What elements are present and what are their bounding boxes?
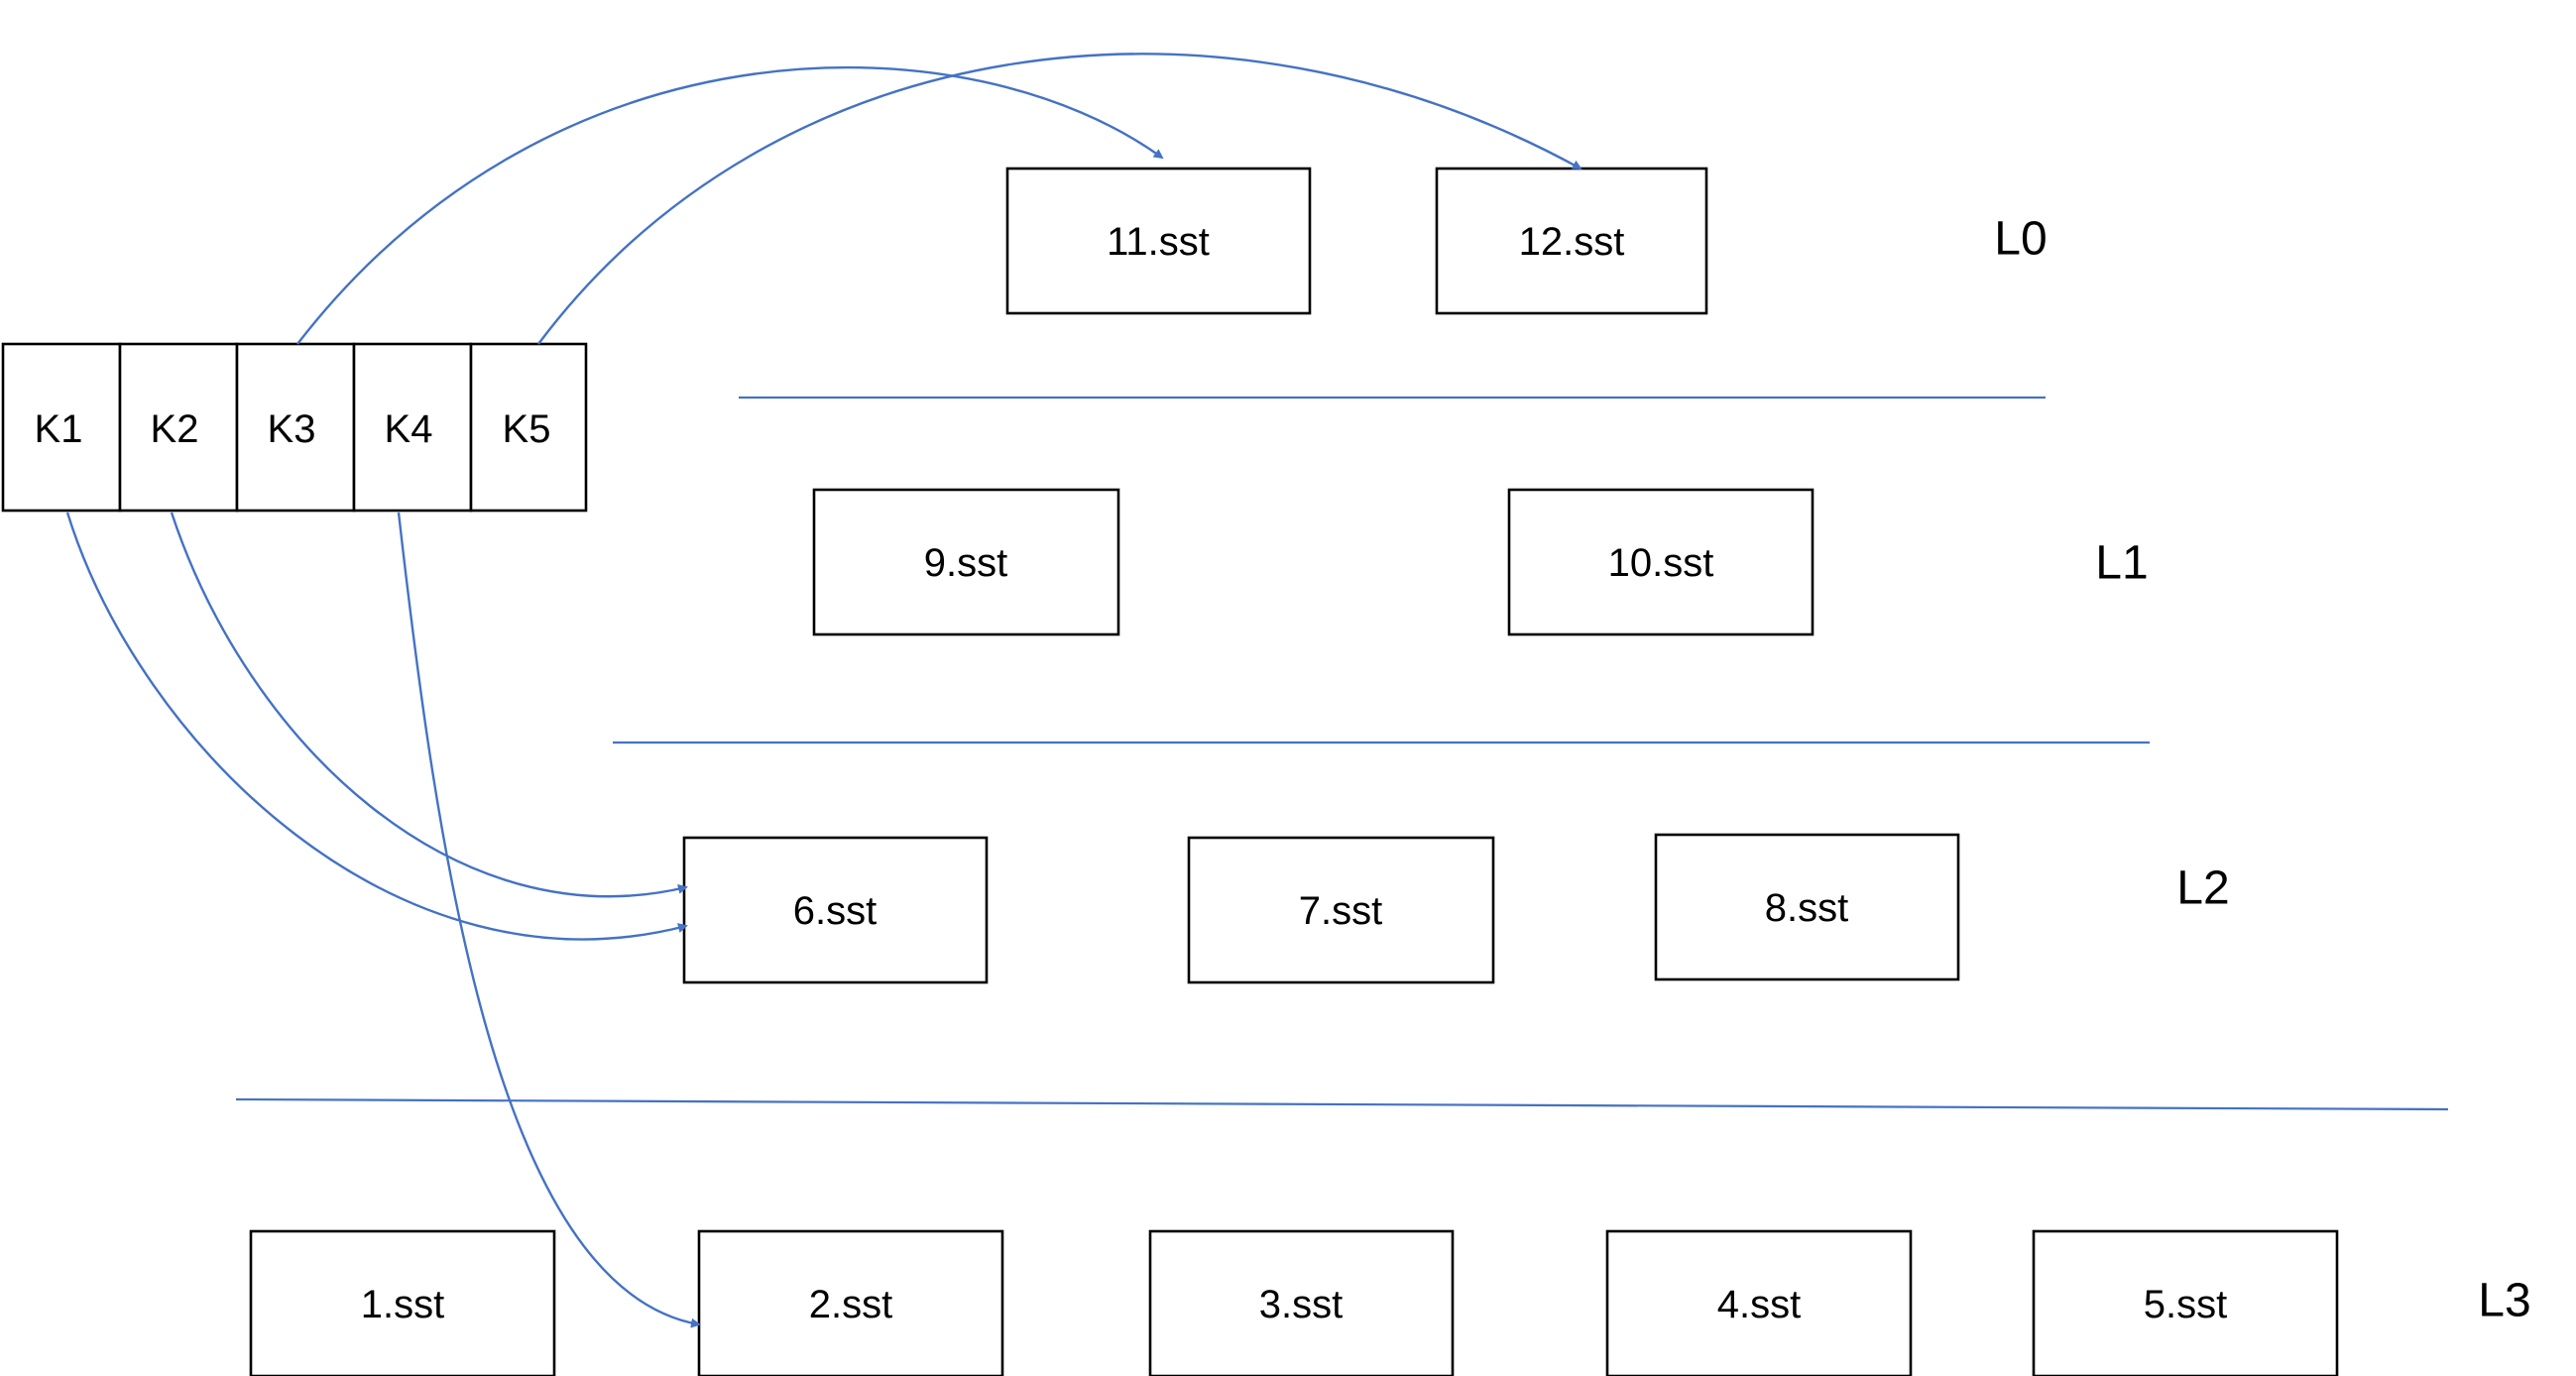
level-label-l2: L2 [2176, 862, 2229, 915]
sst-file-label: 10.sst [1608, 541, 1714, 585]
sst-file-2: 2.sst [697, 1229, 1004, 1376]
sst-file-label: 5.sst [2144, 1283, 2227, 1326]
key-label-k1: K1 [35, 407, 83, 451]
level-label-l0: L0 [1994, 213, 2047, 266]
sst-file-label: 8.sst [1765, 886, 1848, 930]
sst-file-label: 3.sst [1259, 1283, 1343, 1326]
sst-file-label: 1.sst [361, 1283, 444, 1326]
sst-file-label: 9.sst [924, 541, 1007, 585]
sst-file-5: 5.sst [2032, 1229, 2339, 1376]
sst-file-label: 11.sst [1107, 220, 1210, 264]
level-label-l1: L1 [2095, 537, 2148, 590]
key-strip: K1 K2 K3 K4 K5 [1, 342, 588, 513]
arrow-k5-to-12-sst [537, 53, 1582, 345]
level-label-l3: L3 [2478, 1275, 2530, 1327]
sst-file-8: 8.sst [1654, 833, 1960, 981]
sst-file-label: 4.sst [1717, 1283, 1801, 1326]
sst-file-4: 4.sst [1605, 1229, 1913, 1376]
key-cell [469, 342, 588, 513]
key-label-k4: K4 [385, 407, 433, 451]
arrow-k4-to-2-sst [397, 512, 701, 1328]
sst-file-label: 6.sst [793, 889, 877, 933]
sst-file-1: 1.sst [249, 1229, 556, 1376]
sst-file-label: 7.sst [1299, 889, 1382, 933]
divider-l2-l3 [235, 1097, 2449, 1111]
sst-file-6: 6.sst [682, 836, 989, 984]
sst-file-3: 3.sst [1148, 1229, 1455, 1376]
sst-file-11: 11.sst [1005, 167, 1312, 315]
arrow-k3-to-11-sst [296, 65, 1164, 345]
key-label-k2: K2 [151, 407, 199, 451]
sst-file-10: 10.sst [1507, 488, 1815, 636]
arrow-k2-to-6-sst [170, 512, 688, 898]
key-cell [1, 342, 122, 513]
key-label-k5: K5 [503, 407, 551, 451]
sst-file-label: 2.sst [809, 1283, 892, 1326]
sst-file-7: 7.sst [1187, 836, 1495, 984]
sst-file-9: 9.sst [812, 488, 1120, 636]
arrow-k1-to-6-sst [65, 512, 688, 941]
sst-file-12: 12.sst [1435, 167, 1708, 315]
key-label-k3: K3 [268, 407, 316, 451]
key-cell [235, 342, 356, 513]
sst-file-label: 12.sst [1519, 220, 1625, 264]
